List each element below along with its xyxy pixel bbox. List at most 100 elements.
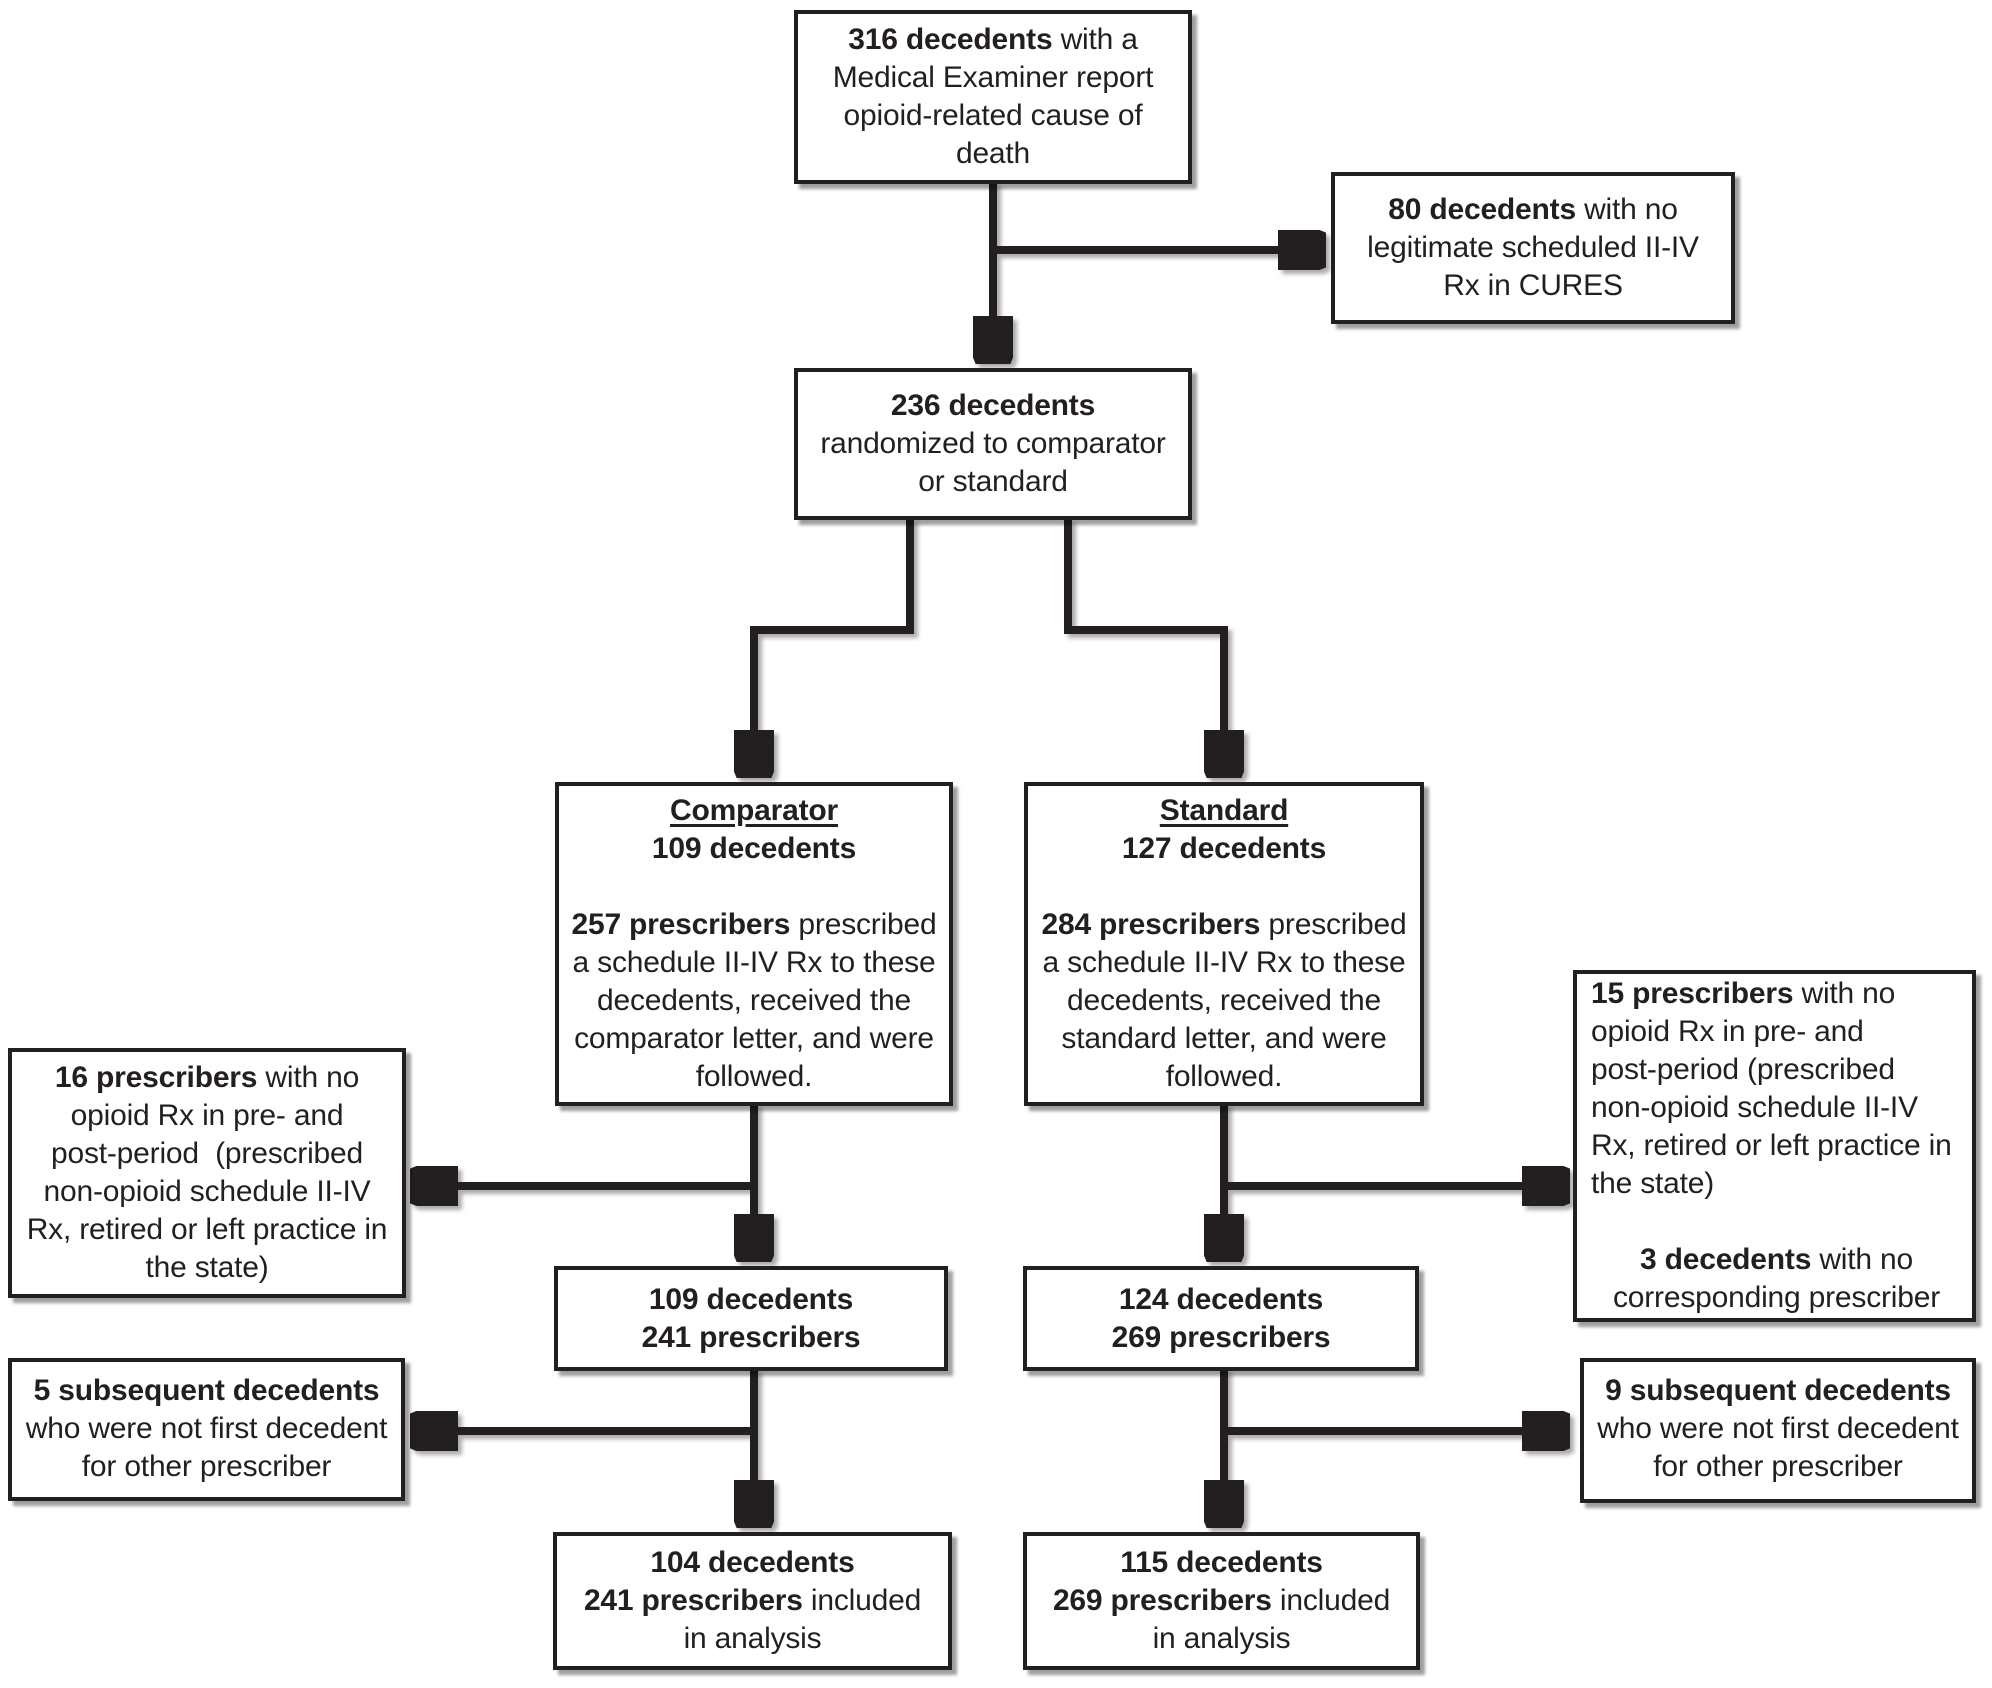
- text-line: for other prescriber: [18, 1448, 395, 1486]
- text-line: the state): [1591, 1165, 1962, 1203]
- text-line: Medical Examiner report: [804, 59, 1182, 97]
- text-line: followed.: [565, 1058, 943, 1096]
- text-line: 241 prescribers: [564, 1319, 938, 1357]
- bold-text: 269 prescribers: [1052, 1584, 1272, 1617]
- text-line: Rx in CURES: [1341, 267, 1725, 305]
- text-line: 104 decedents: [563, 1544, 942, 1582]
- text-line: followed.: [1034, 1058, 1414, 1096]
- bold-text: 9 subsequent decedents: [1605, 1374, 1951, 1407]
- regular-text: followed.: [695, 1060, 813, 1093]
- text-line: a schedule II-IV Rx to these: [565, 944, 943, 982]
- regular-text: with no: [1811, 1243, 1913, 1276]
- text-line: 9 subsequent decedents: [1590, 1372, 1966, 1410]
- regular-text: or standard: [918, 465, 1068, 498]
- text-line: opioid-related cause of: [804, 97, 1182, 135]
- arrow-randomized-to-standard: [1064, 519, 1224, 774]
- regular-text: in analysis: [1152, 1622, 1291, 1655]
- text-line: non-opioid schedule II-IV: [18, 1173, 396, 1211]
- box-excluded-no-cures-rx: 80 decedents with no legitimate scheduled…: [1331, 172, 1735, 324]
- text-line: 284 prescribers prescribed: [1034, 906, 1414, 944]
- text-line: opioid Rx in pre- and: [1591, 1013, 1962, 1051]
- text-line: 257 prescribers prescribed: [565, 906, 943, 944]
- text-line: 5 subsequent decedents: [18, 1372, 395, 1410]
- arrow-randomized-to-comparator: [754, 519, 914, 774]
- regular-text: standard letter, and were: [1061, 1022, 1387, 1055]
- bold-text: Comparator: [669, 794, 839, 827]
- regular-text: prescribed: [1260, 908, 1407, 941]
- text-line: a schedule II-IV Rx to these: [1034, 944, 1414, 982]
- regular-text: included: [1271, 1584, 1391, 1617]
- regular-text: with no: [1793, 977, 1896, 1010]
- regular-text: who were not first decedent: [1597, 1412, 1959, 1445]
- box-excluded-15-prescribers: 15 prescribers with no opioid Rx in pre- …: [1573, 970, 1976, 1322]
- text-line: [565, 868, 943, 906]
- regular-text: decedents, received the: [1067, 984, 1381, 1017]
- box-comparator-followed: 109 decedents 241 prescribers: [554, 1266, 948, 1371]
- bold-text: 124 decedents: [1118, 1282, 1324, 1316]
- regular-text: legitimate scheduled II-IV: [1367, 231, 1699, 264]
- text-line: non-opioid schedule II-IV: [1591, 1089, 1962, 1127]
- regular-text: randomized to comparator: [820, 427, 1166, 460]
- regular-text: with no: [257, 1061, 360, 1094]
- text-line: 16 prescribers with no: [18, 1059, 396, 1097]
- bold-text: 80 decedents: [1388, 193, 1576, 226]
- text-line: Rx, retired or left practice in: [1591, 1127, 1962, 1165]
- regular-text: post-period (prescribed: [50, 1137, 364, 1170]
- bold-text: 109 decedents: [651, 832, 857, 865]
- text-line: standard letter, and were: [1034, 1020, 1414, 1058]
- bold-text: 284 prescribers: [1041, 908, 1261, 941]
- text-line: 109 decedents: [564, 1281, 938, 1319]
- regular-text: who were not first decedent: [25, 1412, 388, 1445]
- regular-text: for other prescriber: [81, 1450, 332, 1483]
- bold-text: 241 prescribers: [641, 1320, 861, 1354]
- text-line: decedents, received the: [565, 982, 943, 1020]
- regular-text: post-period (prescribed: [1591, 1053, 1895, 1086]
- regular-text: included: [802, 1584, 922, 1617]
- text-line: death: [804, 135, 1182, 173]
- regular-text: with no: [1575, 193, 1678, 226]
- regular-text: the state): [145, 1251, 269, 1284]
- regular-text: opioid Rx in pre- and: [70, 1099, 344, 1132]
- text-line: who were not first decedent: [1590, 1410, 1966, 1448]
- regular-text: a schedule II-IV Rx to these: [572, 946, 936, 979]
- box-excluded-9-subsequent: 9 subsequent decedents who were not first…: [1580, 1358, 1976, 1503]
- box-comparator-arm: Comparator 109 decedents 257 prescribers …: [555, 782, 953, 1106]
- text-line: post-period (prescribed: [1591, 1051, 1962, 1089]
- text-line: opioid Rx in pre- and: [18, 1097, 396, 1135]
- regular-text: in analysis: [683, 1622, 822, 1655]
- text-line: legitimate scheduled II-IV: [1341, 229, 1725, 267]
- text-line: who were not first decedent: [18, 1410, 395, 1448]
- text-line: 269 prescribers included: [1033, 1582, 1410, 1620]
- regular-text: Rx, retired or left practice in: [26, 1213, 388, 1246]
- text-line: corresponding prescriber: [1591, 1279, 1962, 1317]
- text-line: 241 prescribers included: [563, 1582, 942, 1620]
- regular-text: Rx, retired or left practice in: [1591, 1129, 1952, 1162]
- text-line: in analysis: [1033, 1620, 1410, 1658]
- regular-text: a schedule II-IV Rx to these: [1042, 946, 1406, 979]
- text-line: [1034, 868, 1414, 906]
- regular-text: Medical Examiner report: [832, 61, 1154, 94]
- regular-text: opioid Rx in pre- and: [1591, 1015, 1864, 1048]
- regular-text: with a: [1052, 23, 1138, 56]
- text-line: 124 decedents: [1033, 1281, 1409, 1319]
- regular-text: for other prescriber: [1653, 1450, 1903, 1483]
- text-line: decedents, received the: [1034, 982, 1414, 1020]
- regular-text: non-opioid schedule II-IV: [43, 1175, 371, 1208]
- regular-text: decedents, received the: [597, 984, 911, 1017]
- bold-text: Standard: [1159, 794, 1289, 827]
- bold-text: 109 decedents: [648, 1282, 854, 1316]
- bold-text: 257 prescribers: [571, 908, 791, 941]
- regular-text: prescribed: [790, 908, 937, 941]
- bold-text: 15 prescribers: [1591, 977, 1794, 1010]
- regular-text: comparator letter, and were: [574, 1022, 934, 1055]
- text-line: comparator letter, and were: [565, 1020, 943, 1058]
- text-line: 115 decedents: [1033, 1544, 1410, 1582]
- bold-text: 241 prescribers: [583, 1584, 803, 1617]
- text-line: post-period (prescribed: [18, 1135, 396, 1173]
- text-line: Comparator: [565, 792, 943, 830]
